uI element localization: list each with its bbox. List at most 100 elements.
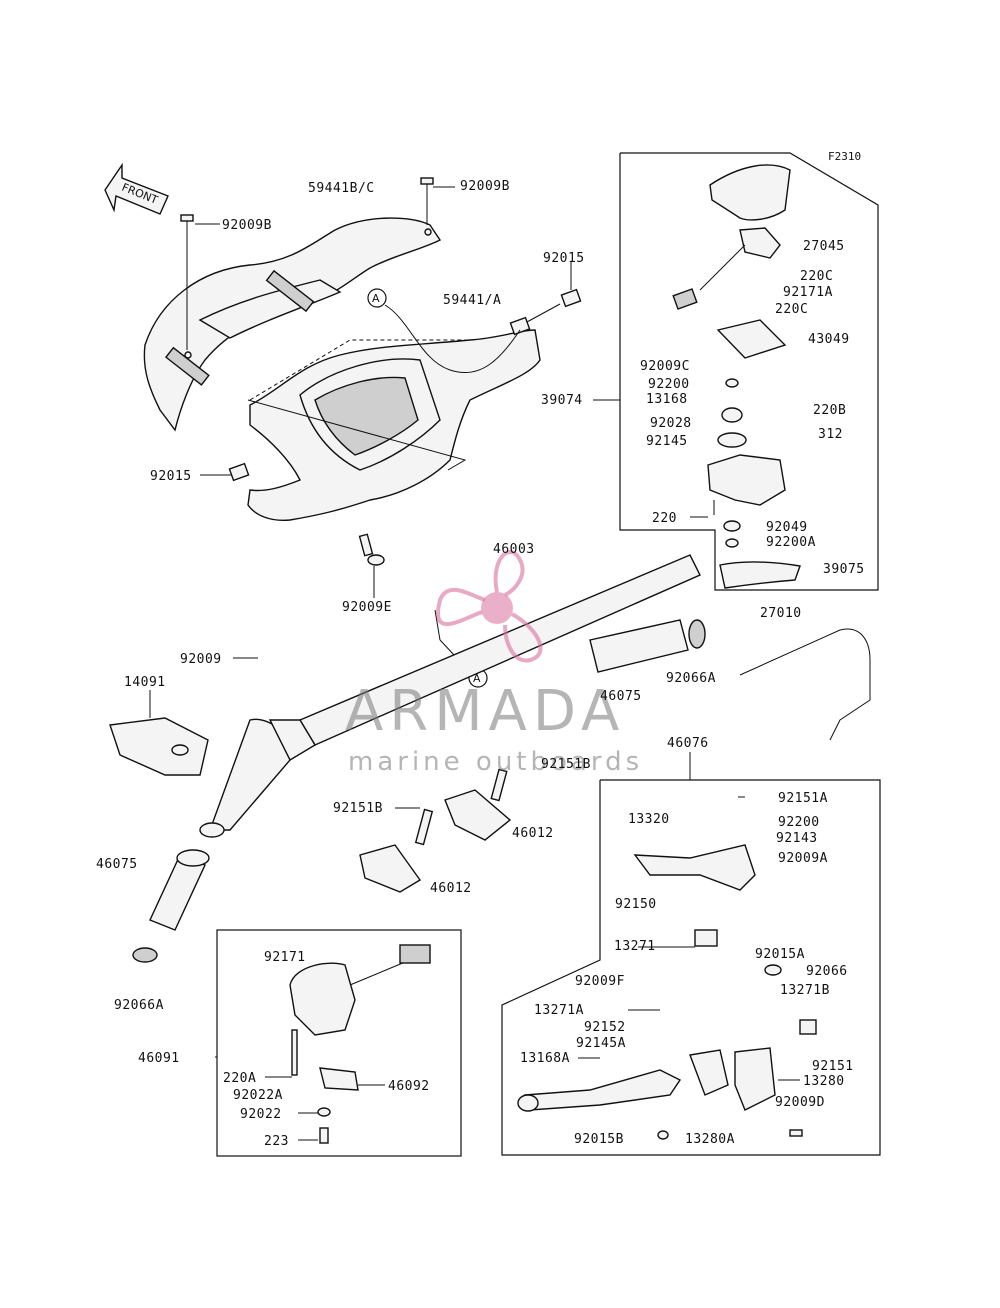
throttle-group-frame (619, 152, 879, 591)
label-13168a: 13168A (520, 1051, 570, 1066)
label-92171: 92171 (264, 950, 306, 965)
clip-92015-left (228, 462, 250, 482)
label-312: 312 (818, 427, 843, 442)
label-46003: 46003 (493, 542, 535, 557)
label-13271b: 13271B (780, 983, 830, 998)
screw-92009e (358, 533, 385, 566)
lever-13168a (517, 1069, 682, 1112)
screw-92009b-top (420, 177, 434, 225)
lever-13320 (633, 844, 756, 891)
label-92150: 92150 (615, 897, 657, 912)
label-92009: 92009 (180, 652, 222, 667)
label-92171a: 92171A (783, 285, 833, 300)
label-220c-b: 220C (775, 302, 808, 317)
label-39075: 39075 (823, 562, 865, 577)
label-92151b-b: 92151B (333, 801, 383, 816)
label-13280a: 13280A (685, 1132, 735, 1147)
label-46012-a: 46012 (512, 826, 554, 841)
label-13168: 13168 (646, 392, 688, 407)
label-46012-b: 46012 (430, 881, 472, 896)
label-13271a: 13271A (534, 1003, 584, 1018)
label-46076: 46076 (667, 736, 709, 751)
label-43049: 43049 (808, 332, 850, 347)
label-92015-a: 92015 (543, 251, 585, 266)
label-46092: 46092 (388, 1079, 430, 1094)
part-labels: 59441B/C 92009B 92009B 92015 59441/A 920… (96, 179, 865, 1149)
cable-27010 (739, 628, 871, 741)
callout-a-top-letter: A (372, 292, 380, 305)
handlebar-cover-lower (247, 329, 541, 522)
label-92009e: 92009E (342, 600, 392, 615)
label-92022: 92022 (240, 1107, 282, 1122)
handlebar-46003 (199, 554, 701, 838)
holder-46012-lower (359, 808, 434, 893)
switch-group-frame (216, 929, 462, 1157)
label-92009d: 92009D (775, 1095, 825, 1110)
label-27010: 27010 (760, 606, 802, 621)
label-92009b-b: 92009B (222, 218, 272, 233)
label-46075-b: 46075 (96, 857, 138, 872)
screw-92009b-left (180, 214, 194, 350)
label-13271: 13271 (614, 939, 656, 954)
watermark-title: ARMADA (345, 679, 625, 744)
label-220: 220 (652, 511, 677, 526)
label-92145: 92145 (646, 434, 688, 449)
label-220a: 220A (223, 1071, 256, 1086)
label-220b: 220B (813, 403, 846, 418)
label-92009a: 92009A (778, 851, 828, 866)
watermark-subtitle: marine outboards (348, 747, 643, 777)
cover-43049 (716, 319, 787, 359)
figure-code: F2310 (828, 150, 861, 163)
label-92152: 92152 (584, 1020, 626, 1035)
label-92009f: 92009F (575, 974, 625, 989)
label-46091: 46091 (138, 1051, 180, 1066)
label-92151a: 92151A (778, 791, 828, 806)
label-92009b-a: 92009B (460, 179, 510, 194)
label-92028: 92028 (650, 416, 692, 431)
label-92151: 92151 (812, 1059, 854, 1074)
label-223: 223 (264, 1134, 289, 1149)
label-27045: 27045 (803, 239, 845, 254)
label-92066a-a: 92066A (666, 671, 716, 686)
label-92066a-b: 92066A (114, 998, 164, 1013)
label-14091: 14091 (124, 675, 166, 690)
cover-14091 (109, 717, 209, 776)
switch-46091 (289, 944, 431, 1144)
grip-46075-left (132, 849, 210, 963)
grip-46075-right (589, 619, 706, 673)
label-92022a: 92022A (233, 1088, 283, 1103)
holder-46012-upper (444, 768, 512, 841)
throttle-housing-27045 (672, 164, 791, 310)
throttle-body-39074 (707, 378, 786, 548)
label-92015b: 92015B (574, 1132, 624, 1147)
label-92015a: 92015A (755, 947, 805, 962)
label-92015-b: 92015 (150, 469, 192, 484)
label-92009c: 92009C (640, 359, 690, 374)
front-arrow-icon: FRONT (104, 162, 169, 215)
lever-group-frame (501, 779, 881, 1156)
label-92200-a: 92200 (648, 377, 690, 392)
label-92200-b: 92200 (778, 815, 820, 830)
cable-59441a (384, 304, 521, 374)
leader-lines (149, 186, 800, 1141)
label-59441bc: 59441B/C (308, 181, 375, 196)
label-220c-a: 220C (800, 269, 833, 284)
lever-holder-13280 (657, 929, 817, 1140)
label-92066: 92066 (806, 964, 848, 979)
label-59441a: 59441/A (443, 293, 501, 308)
label-92049: 92049 (766, 520, 808, 535)
handlebar-cover-upper (143, 217, 442, 432)
label-92145a: 92145A (576, 1036, 626, 1051)
clip-92015-top (509, 288, 582, 336)
label-92143: 92143 (776, 831, 818, 846)
label-39074: 39074 (541, 393, 583, 408)
label-92151b-a: 92151B (541, 757, 591, 772)
watermark-logo-icon (436, 550, 543, 663)
label-13320: 13320 (628, 812, 670, 827)
label-92200a: 92200A (766, 535, 816, 550)
label-13280: 13280 (803, 1074, 845, 1089)
throttle-lever-39075 (719, 561, 801, 589)
label-46075-a: 46075 (600, 689, 642, 704)
callout-a-top (367, 288, 387, 308)
